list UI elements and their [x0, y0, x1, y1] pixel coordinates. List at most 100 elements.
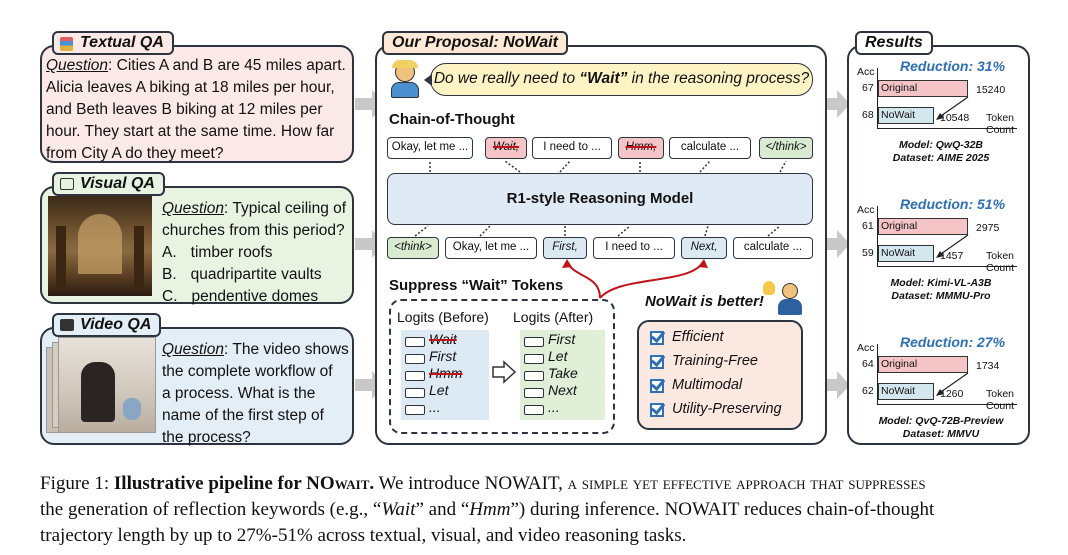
question-line: from City A do they meet?	[46, 145, 224, 162]
original-bar	[878, 356, 968, 373]
logit-bar	[524, 337, 544, 347]
flow-arrow	[820, 371, 850, 399]
logit-bar	[524, 388, 544, 398]
top-token: Okay, let me ...	[387, 137, 473, 159]
model-label: R1-style Reasoning Model	[506, 190, 694, 207]
caption-line-1: Figure 1: Illustrative pipeline for NOWA…	[40, 471, 1040, 497]
bottom-token-think: <think>	[387, 237, 439, 259]
caption-text: ” and “	[415, 499, 470, 520]
nowait-bar	[878, 107, 934, 124]
question-line: Alicia leaves A biking at 18 miles per h…	[46, 79, 335, 96]
caption-line-3: trajectory length by up to 27%-51% acros…	[40, 525, 687, 546]
church-columns	[134, 226, 144, 288]
option-letter: B.	[162, 266, 177, 283]
bubble-text: in the reasoning process?	[627, 70, 810, 87]
logit-word: Hmm	[429, 365, 463, 381]
original-acc: 67	[862, 82, 874, 94]
video-question: Question: The video shows the complete w…	[162, 339, 357, 449]
bottom-token-first: First,	[543, 237, 587, 259]
count-label: Count	[986, 262, 1015, 274]
reduction-arrow	[937, 234, 969, 257]
dataset-label: Dataset: MMMU-Pro	[891, 290, 991, 302]
image-icon	[60, 178, 74, 190]
nowait-tokens: 10548	[940, 112, 970, 124]
reduction-arrowhead	[936, 251, 944, 258]
x-axis	[877, 266, 1017, 267]
better-title: NoWait is better!	[645, 293, 764, 310]
benefit-label: Utility-Preserving	[672, 401, 782, 417]
bubble-text: Do we really need to	[433, 70, 580, 87]
original-tokens: 15240	[976, 84, 1006, 96]
nowait-bar	[878, 383, 934, 400]
reduction-arrowhead	[936, 113, 944, 120]
nowait-acc: 68	[862, 109, 874, 121]
nowait-acc: 62	[862, 385, 874, 397]
proposal-tag: Our Proposal: NoWait	[382, 31, 568, 55]
visual-qa-tag: Visual QA	[52, 172, 165, 196]
logit-word: ...	[429, 399, 441, 415]
nowait-label: NoWait	[881, 385, 916, 397]
logit-bar	[405, 405, 425, 415]
visual-question: Question: Typical ceiling of churches fr…	[162, 198, 357, 308]
acc-label: Acc	[857, 66, 875, 78]
logit-bar	[405, 337, 425, 347]
textual-qa-tag-label: Textual QA	[80, 34, 164, 51]
original-acc: 61	[862, 220, 874, 232]
church-columns	[56, 226, 66, 288]
original-tokens: 1734	[976, 360, 1000, 372]
top-token-endthink: </think>	[759, 137, 813, 159]
y-axis	[877, 68, 878, 128]
caption-bold-suffix: WAIT.	[334, 473, 375, 494]
question-line: hour. They start at the same time. How f…	[46, 123, 335, 140]
model-label: Model: QvQ-72B-Preview	[878, 415, 1004, 427]
logit-bar	[524, 405, 544, 415]
original-tokens: 2975	[976, 222, 1000, 234]
logit-word: First	[548, 331, 576, 347]
bubble-tail	[424, 74, 432, 86]
businessman-icon	[776, 283, 804, 317]
figure-caption: Figure 1: Illustrative pipeline for NOWA…	[40, 471, 1040, 549]
logit-word: ...	[548, 399, 560, 415]
caption-sc: O	[678, 499, 692, 520]
reduction-arrowhead	[936, 389, 944, 396]
count-label: Count	[986, 400, 1015, 412]
token-label: Token	[986, 250, 1015, 262]
professor-icon	[389, 60, 421, 100]
logit-word: First	[429, 348, 457, 364]
question-line: a process. What is the	[162, 385, 316, 402]
nowait-label: NoWait	[881, 247, 916, 259]
reasoning-model-box: R1-style Reasoning Model	[387, 173, 813, 225]
top-token: calculate ...	[669, 137, 751, 159]
option-c: C.pendentive domes	[162, 286, 357, 308]
top-token: I need to ...	[532, 137, 612, 159]
bottom-token: I need to ...	[593, 237, 675, 259]
dataset-label: Dataset: AIME 2025	[892, 152, 990, 164]
model-label: Model: Kimi-VL-A3B	[890, 277, 992, 289]
video-qa-tag: Video QA	[52, 313, 162, 337]
video-qa-tag-label: Video QA	[80, 316, 152, 333]
flow-arrow	[820, 90, 850, 118]
caption-bold-sc: O	[319, 473, 335, 494]
benefit-label: Multimodal	[672, 377, 743, 393]
caption-bold: Illustrative pipeline for N	[113, 473, 320, 494]
nowait-label: NoWait	[881, 109, 916, 121]
benefit-label: Training-Free	[672, 353, 758, 369]
video-frame-front	[58, 337, 156, 433]
bottom-token-next: Next,	[681, 237, 727, 259]
textual-qa-panel	[40, 45, 354, 163]
question-label: Question	[46, 57, 109, 74]
flow-arrow	[820, 230, 850, 258]
token-label: Token	[986, 112, 1015, 124]
dataset-label: Dataset: MMVU	[902, 428, 980, 440]
strike-wait: Wait,	[493, 141, 519, 153]
textual-question: Question: Cities A and B are 45 miles ap…	[46, 55, 356, 165]
logit-bar	[524, 354, 544, 364]
option-b: B.quadripartite vaults	[162, 264, 357, 286]
original-acc: 64	[862, 358, 874, 370]
bottom-token: calculate ...	[733, 237, 813, 259]
x-axis	[877, 404, 1017, 405]
bulb-icon	[763, 281, 775, 295]
benefits-box	[637, 320, 803, 430]
